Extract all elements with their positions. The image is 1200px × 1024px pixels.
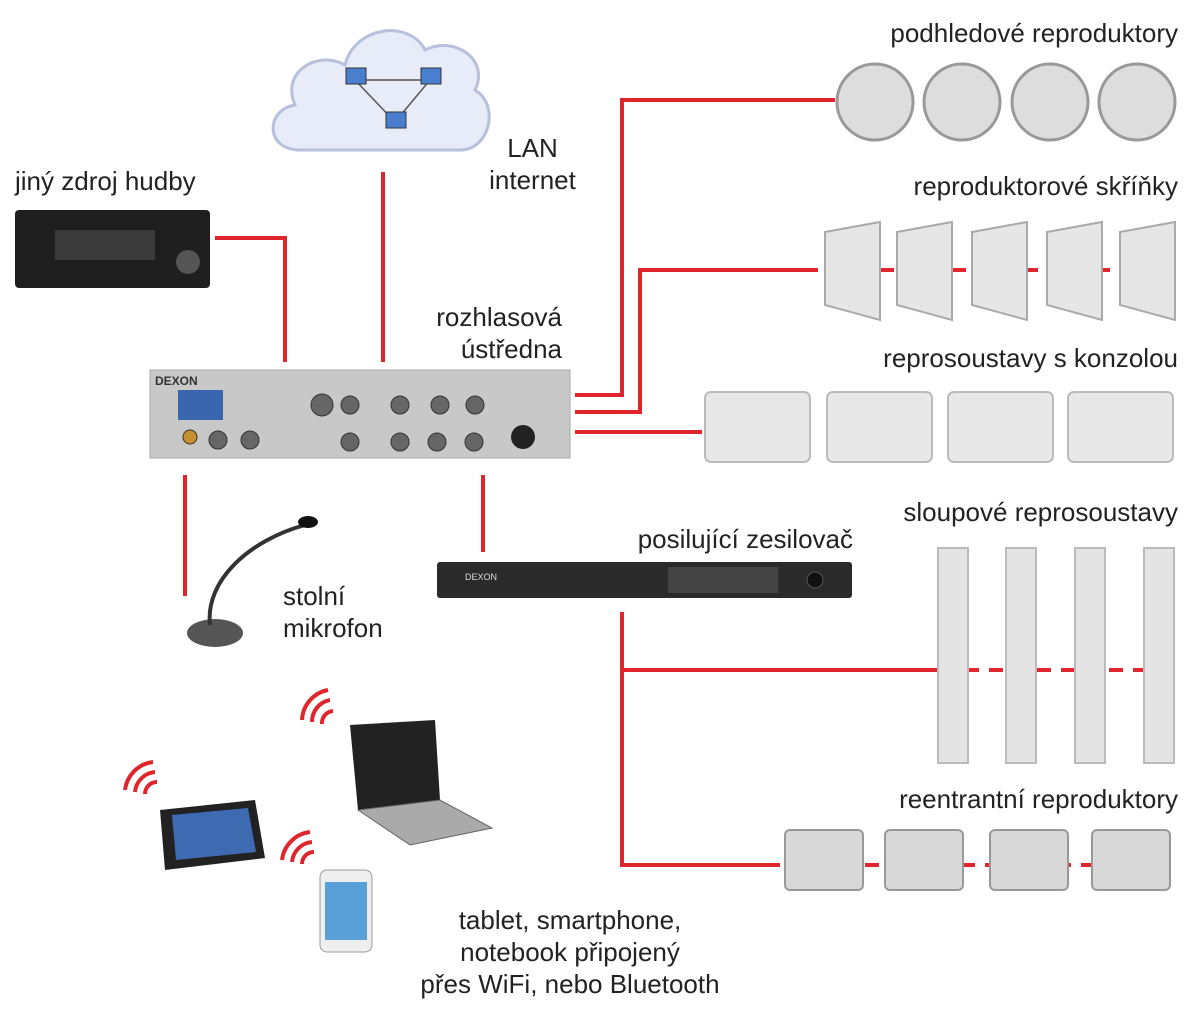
label-wireless-line3: přes WiFi, nebo Bluetooth xyxy=(420,969,720,999)
column-speakers xyxy=(937,547,1175,764)
label-ceiling-speakers: podhledové reproduktory xyxy=(890,18,1178,48)
horn-speakers xyxy=(784,829,1171,891)
mixing-amplifier: DEXON xyxy=(149,369,571,459)
line-to-horns xyxy=(620,612,780,867)
label-lan-line: LAN xyxy=(507,133,558,163)
label-cabinet-speakers: reproduktorové skříňky xyxy=(913,171,1178,201)
main-amp-brand: DEXON xyxy=(155,374,198,388)
wifi-icons xyxy=(123,688,334,865)
line-to-ceiling xyxy=(575,98,835,397)
label-internet-line: internet xyxy=(489,165,576,195)
label-wireless-line2: notebook připojený xyxy=(460,937,680,967)
label-mic-line2: mikrofon xyxy=(283,613,383,643)
label-horn-speakers: reentrantní reproduktory xyxy=(899,784,1178,814)
microphone-icon xyxy=(187,516,318,647)
booster-brand: DEXON xyxy=(465,572,497,582)
line-to-cabinets xyxy=(575,268,818,414)
cloud-network-icon xyxy=(271,29,491,152)
laptop-icon xyxy=(350,720,494,846)
line-source-to-amp xyxy=(215,236,287,362)
tablet-icon xyxy=(160,800,265,870)
label-central-line2: ústředna xyxy=(460,334,562,364)
label-wireless-line1: tablet, smartphone, xyxy=(458,905,682,935)
cabinet-speakers xyxy=(824,220,1176,322)
ceiling-speakers xyxy=(835,62,1177,142)
bracket-speakers xyxy=(704,391,1174,463)
receiver-icon xyxy=(15,210,210,288)
connection-lines xyxy=(183,98,1145,867)
label-central-line1: rozhlasová xyxy=(436,302,562,332)
label-bracket-speakers: reprosoustavy s konzolou xyxy=(883,343,1178,373)
label-mic-line1: stolní xyxy=(283,581,346,611)
booster-amplifier: DEXON xyxy=(437,562,852,598)
label-booster: posilující zesilovač xyxy=(637,524,853,554)
smartphone-icon xyxy=(319,869,373,953)
label-column-speakers: sloupové reprosoustavy xyxy=(903,497,1178,527)
label-other-source: jiný zdroj hudby xyxy=(15,166,196,196)
